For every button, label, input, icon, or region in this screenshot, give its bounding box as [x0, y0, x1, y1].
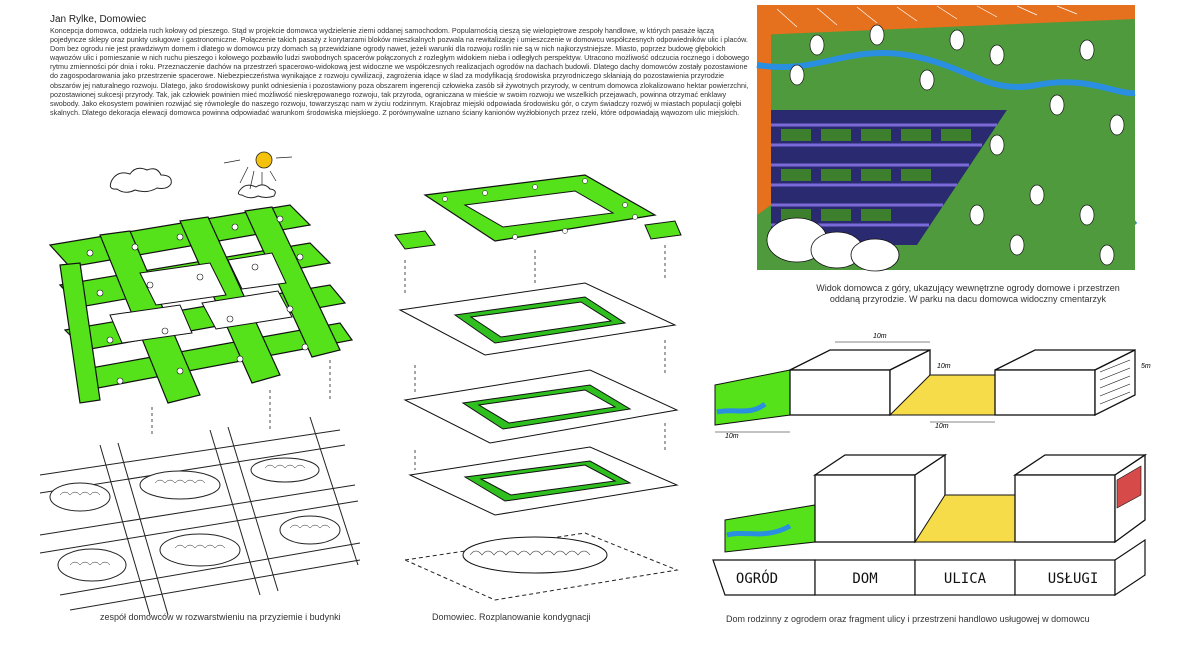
page-title: Jan Rylke, Domowiec [50, 14, 147, 25]
dim-width-bottom-right: 10m [935, 423, 949, 430]
cluster-axonometric-drawing [39, 151, 361, 616]
dim-height-right: 5m [1141, 363, 1151, 370]
aerial-view-illustration [756, 5, 1138, 272]
dim-width-top: 10m [873, 333, 887, 340]
sun-icon [255, 151, 273, 169]
dim-width-street: 10m [937, 363, 951, 370]
label-services: USŁUGI [1048, 571, 1099, 587]
caption-section: Dom rodzinny z ogrodem oraz fragment uli… [726, 614, 1090, 624]
dim-width-bottom-left: 10m [725, 433, 739, 440]
description-text: Koncepcja domowca, oddziela ruch kołowy … [50, 26, 750, 117]
label-street: ULICA [944, 571, 987, 587]
caption-aerial: Widok domowca z góry, ukazujący wewnętrz… [816, 283, 1120, 304]
caption-floors: Domowiec. Rozplanowanie kondygnacji [432, 612, 591, 622]
house-section-drawing: 10m 10m 5m 10m 10m OGRÓD DOM ULICA USŁUG… [712, 333, 1151, 597]
floor-layers-drawing [394, 174, 682, 601]
label-house: DOM [852, 571, 877, 587]
caption-cluster: zespół domowców w rozwarstwieniu na przy… [100, 612, 341, 622]
label-garden: OGRÓD [736, 569, 778, 587]
